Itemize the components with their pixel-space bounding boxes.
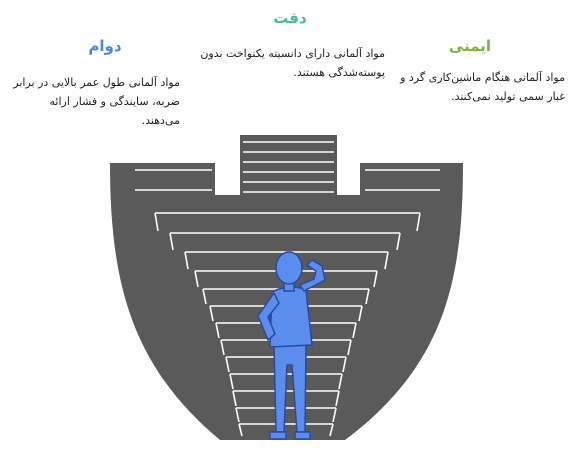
label-durability-text: مواد آلمانی طول عمر بالایی در برابر ضربه…: [13, 76, 180, 127]
step-edge: [232, 390, 237, 407]
step-edge: [169, 232, 174, 251]
step-edge: [352, 322, 357, 339]
label-safety-title: ایمنی: [448, 37, 492, 55]
person-arm-hip: [257, 292, 280, 341]
step-edge: [238, 423, 243, 437]
step-edge: [225, 356, 230, 373]
step-edge: [347, 339, 352, 356]
step-edge: [215, 322, 220, 339]
thinking-person-icon: [257, 251, 326, 440]
step-edge: [396, 232, 401, 251]
step-edge: [202, 288, 207, 305]
label-accuracy-title: دقت: [273, 9, 307, 27]
step-edge: [342, 356, 347, 373]
step-edge: [338, 373, 343, 390]
step-edge: [154, 212, 159, 232]
step-edge: [373, 270, 378, 288]
step-edge: [335, 390, 340, 407]
person-arm-head: [299, 259, 326, 292]
step-edge: [194, 270, 199, 288]
step-edge: [384, 251, 389, 270]
person-torso: [269, 286, 313, 348]
step-edge: [220, 339, 225, 356]
step-edge: [229, 373, 234, 390]
label-safety-text: مواد آلمانی هنگام ماشین‌کاری گرد و غبار …: [400, 71, 565, 103]
step-edge: [358, 305, 363, 322]
step-edge: [209, 305, 214, 322]
person-head: [275, 251, 303, 285]
person-feet: [269, 431, 311, 440]
step-edge: [329, 423, 334, 437]
step-edge: [365, 288, 370, 305]
label-durability-title: دوام: [88, 37, 122, 55]
step-edge: [184, 251, 189, 270]
step-edge: [416, 212, 421, 232]
label-accuracy-text: مواد آلمانی دارای دانسیته یکنواخت بدون پ…: [200, 47, 385, 79]
step-edge: [332, 407, 337, 423]
step-edge: [235, 407, 240, 423]
